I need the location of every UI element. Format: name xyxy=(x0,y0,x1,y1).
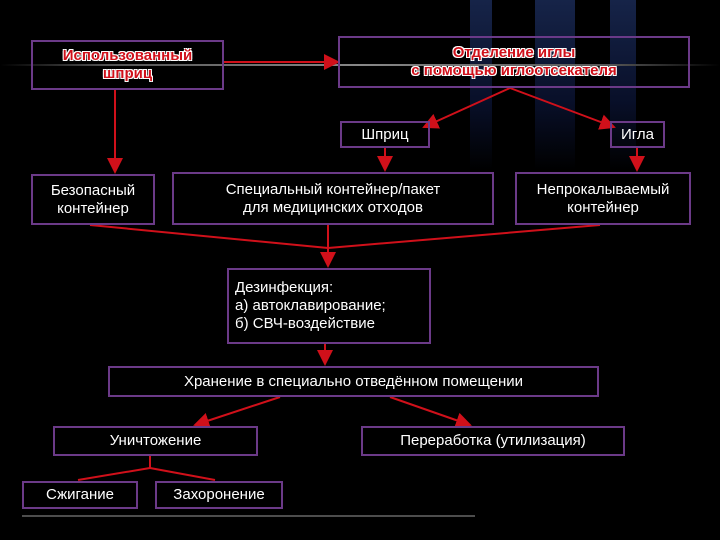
line-safe-to-merge xyxy=(89,224,329,249)
node-destruction: Уничтожение xyxy=(53,426,258,456)
node-processing-label: Переработка (утилизация) xyxy=(400,432,586,449)
line-split-to-incineration xyxy=(77,467,151,481)
node-destruction-label: Уничтожение xyxy=(109,432,202,449)
node-storage-label: Хранение в специально отведённом помещен… xyxy=(183,372,524,390)
node-used-syringe-label: Использованный шприц xyxy=(62,47,193,82)
header-decoration-left xyxy=(470,0,492,170)
line-split-to-burial xyxy=(149,467,216,481)
node-processing: Переработка (утилизация) xyxy=(361,426,625,456)
node-incineration: Сжигание xyxy=(22,481,138,509)
header-decoration-right xyxy=(610,0,636,170)
node-needle-separation: Отделение иглы с помощью иглоотсекателя xyxy=(338,36,690,88)
node-syringe: Шприц xyxy=(340,121,430,148)
arrow-storage-to-processing xyxy=(389,396,472,428)
node-needle-label: Игла xyxy=(620,125,655,143)
node-puncture-proof-container-label: Непрокалываемый контейнер xyxy=(536,180,670,216)
arrow-separation-to-needle xyxy=(509,87,616,130)
node-storage: Хранение в специально отведённом помещен… xyxy=(108,366,599,397)
header-divider-line xyxy=(0,64,720,66)
arrow-separation-to-syringe xyxy=(422,87,511,129)
header-decoration-mid xyxy=(535,0,575,170)
node-special-container: Специальный контейнер/пакет для медицинс… xyxy=(172,172,494,225)
node-safe-container: Безопасный контейнер xyxy=(31,174,155,225)
node-puncture-proof-container: Непрокалываемый контейнер xyxy=(515,172,691,225)
node-used-syringe: Использованный шприц xyxy=(31,40,224,90)
node-disinfection-label: Дезинфекция: а) автоклавирование; б) СВЧ… xyxy=(235,279,386,332)
node-syringe-label: Шприц xyxy=(361,125,409,143)
node-burial-label: Захоронение xyxy=(173,486,265,503)
node-safe-container-label: Безопасный контейнер xyxy=(50,181,136,217)
node-disinfection: Дезинфекция: а) автоклавирование; б) СВЧ… xyxy=(227,268,431,344)
node-incineration-label: Сжигание xyxy=(45,486,115,503)
arrow-storage-to-destruction xyxy=(193,396,281,429)
node-needle-separation-label: Отделение иглы с помощью иглоотсекателя xyxy=(411,44,617,79)
node-burial: Захоронение xyxy=(155,481,283,509)
node-needle: Игла xyxy=(610,121,665,148)
node-special-container-label: Специальный контейнер/пакет для медицинс… xyxy=(225,180,441,216)
line-puncture-to-merge xyxy=(327,224,601,249)
